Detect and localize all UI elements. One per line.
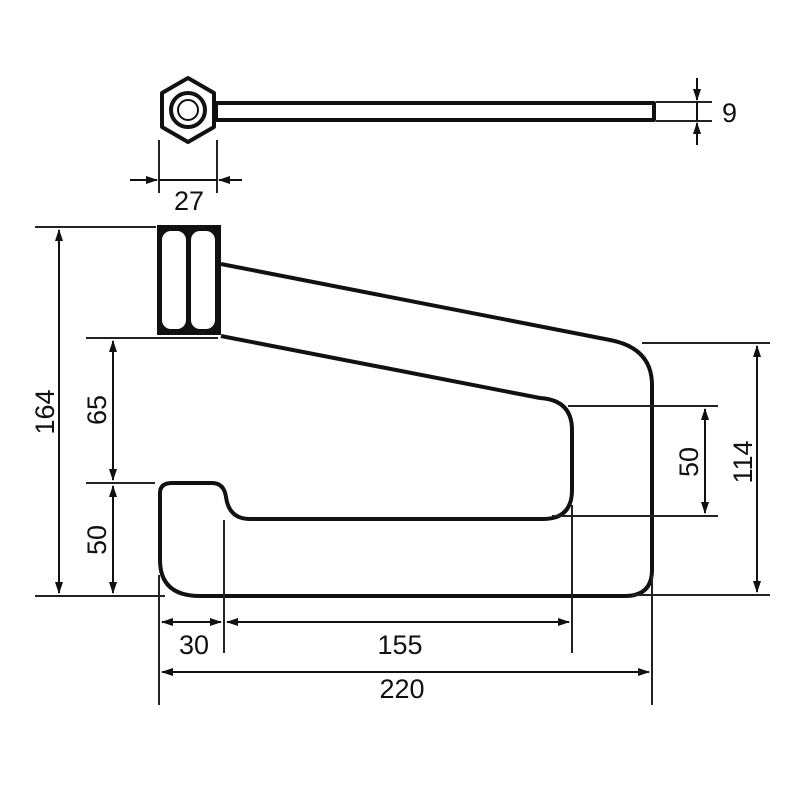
- side-view: 164 65 50 50 1: [30, 225, 770, 705]
- dimension-50-right: 50: [552, 405, 718, 517]
- pin-shaft: [214, 101, 656, 122]
- dimension-label: 220: [379, 674, 424, 704]
- dimension-label: 50: [82, 525, 112, 555]
- dimension-27: 27: [130, 140, 242, 216]
- hex-nut-icon: [160, 76, 216, 144]
- dimension-label: 155: [377, 630, 422, 660]
- dimension-label: 164: [30, 389, 60, 434]
- dimension-65: 65: [82, 337, 218, 484]
- dimension-label: 30: [179, 630, 209, 660]
- dimension-9: 9: [656, 78, 737, 145]
- dimension-114: 114: [632, 342, 770, 596]
- dimension-50-left: 50: [82, 485, 117, 594]
- dimension-164: 164: [30, 226, 165, 597]
- dimension-label: 65: [82, 395, 112, 425]
- dimension-label: 50: [674, 447, 704, 477]
- dimension-label: 27: [174, 186, 204, 216]
- dimension-label: 9: [722, 98, 737, 128]
- top-view: 27 9: [130, 76, 737, 216]
- dimension-30-155-220: 30 155 220: [158, 505, 653, 705]
- dimension-label: 114: [728, 440, 758, 483]
- nut-block: [157, 225, 221, 335]
- lock-body: [158, 262, 654, 598]
